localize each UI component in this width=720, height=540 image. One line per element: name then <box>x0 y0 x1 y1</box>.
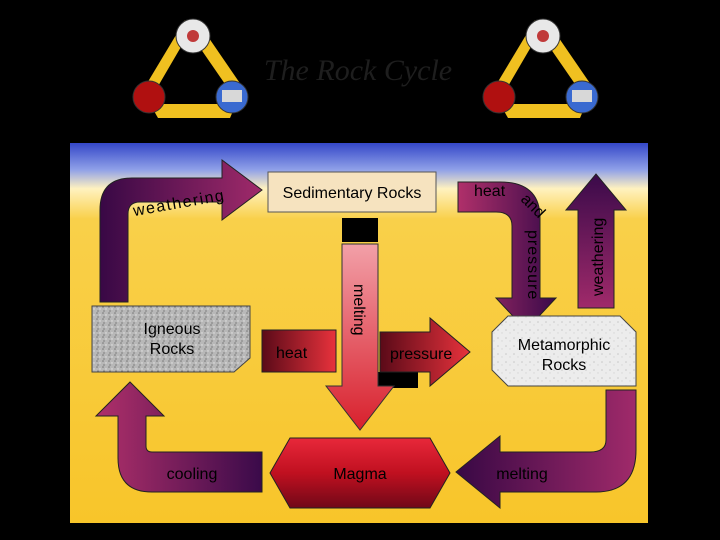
volcano-icon <box>482 80 516 114</box>
pressure-label-top: pressure <box>524 230 541 300</box>
melting-arrow-cap <box>342 218 378 242</box>
weathering-arrow-right <box>564 173 628 309</box>
logo-arrow-icon <box>140 20 185 100</box>
metamorphic-rocks-label-line2: Rocks <box>542 357 586 374</box>
pressure-label-center: pressure <box>390 346 452 363</box>
volcano-icon <box>132 80 166 114</box>
logo-arrow-icon <box>500 104 586 118</box>
logo-right <box>482 18 599 118</box>
logo-left <box>132 18 249 118</box>
metamorphic-rocks-node <box>491 315 637 387</box>
cooling-arrow <box>94 381 263 493</box>
weathering-label-right: weathering <box>590 218 607 297</box>
page-title: The Rock Cycle <box>264 54 452 87</box>
metamorphic-rocks-label-line1: Metamorphic <box>518 337 610 354</box>
pressure-arrow-center <box>379 316 471 388</box>
melting-label-center: melting <box>350 284 367 336</box>
heat-label-center: heat <box>276 345 308 362</box>
logo-arrow-icon <box>490 20 535 100</box>
cooling-label: cooling <box>167 466 218 483</box>
weathering-arrow-left <box>99 159 263 303</box>
heat-label-top: heat <box>474 183 506 200</box>
magma-label: Magma <box>333 466 386 483</box>
magma-node <box>269 437 451 509</box>
sedimentary-rocks-label: Sedimentary Rocks <box>283 185 422 202</box>
heat-arrow-center <box>261 329 337 373</box>
logo-arrow-icon <box>150 104 236 118</box>
igneous-rocks-label-line1: Igneous <box>144 321 201 338</box>
melting-arrow-bottom <box>455 389 637 510</box>
igneous-rocks-label-line2: Rocks <box>150 341 194 358</box>
sedimentary-rocks-node <box>267 171 437 213</box>
melting-arrow-center <box>324 243 396 431</box>
melting-label-bottom: melting <box>496 466 548 483</box>
igneous-rocks-node <box>91 305 251 373</box>
